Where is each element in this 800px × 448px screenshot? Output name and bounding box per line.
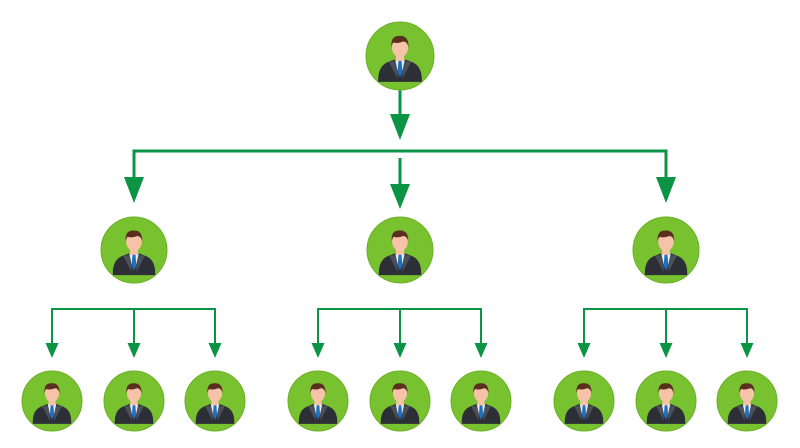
- arrow-manager-2-head: [390, 184, 410, 209]
- arrow-manager-3-head: [656, 177, 676, 203]
- arrow-employee-3-1-head: [577, 343, 591, 358]
- node-employee-3-1[interactable]: [553, 370, 615, 432]
- arrow-employee-1-1-head: [45, 343, 59, 358]
- nodes: [21, 21, 778, 432]
- node-manager-2[interactable]: [366, 216, 434, 284]
- node-employee-1-3[interactable]: [184, 370, 246, 432]
- arrow-employee-3-2-head: [659, 343, 673, 358]
- arrow-employee-1-2-head: [127, 343, 141, 358]
- connectors: [45, 90, 754, 358]
- node-employee-3-3[interactable]: [716, 370, 778, 432]
- node-employee-2-2[interactable]: [369, 370, 431, 432]
- node-employee-2-3[interactable]: [450, 370, 512, 432]
- node-manager-3[interactable]: [632, 216, 700, 284]
- arrow-employee-2-1-head: [311, 343, 325, 358]
- node-employee-1-2[interactable]: [103, 370, 165, 432]
- node-manager-1[interactable]: [100, 216, 168, 284]
- root-arrow-head: [390, 114, 410, 140]
- node-root[interactable]: [365, 21, 435, 91]
- node-employee-3-2[interactable]: [635, 370, 697, 432]
- arrow-manager-1-head: [124, 177, 144, 203]
- node-employee-1-1[interactable]: [21, 370, 83, 432]
- arrow-employee-2-2-head: [393, 343, 407, 358]
- node-employee-2-1[interactable]: [287, 370, 349, 432]
- arrow-employee-2-3-head: [474, 343, 488, 358]
- arrow-employee-3-3-head: [740, 343, 754, 358]
- arrow-employee-1-3-head: [208, 343, 222, 358]
